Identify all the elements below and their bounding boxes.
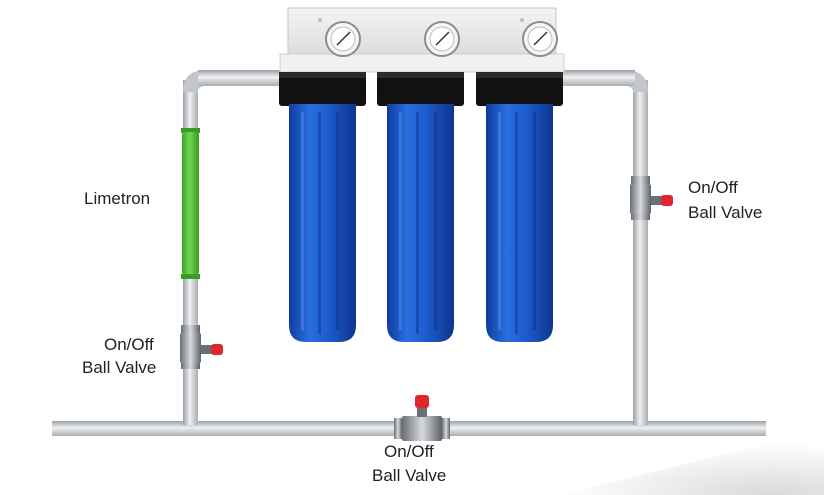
bottom-valve-label-line1: On/Off <box>384 442 434 461</box>
pressure-gauge-1 <box>325 21 361 57</box>
left-valve-label-line2: Ball Valve <box>82 358 157 377</box>
limetron-unit <box>181 128 200 279</box>
right-valve-label-line1: On/Off <box>688 178 738 197</box>
bracket-screw <box>520 18 524 22</box>
bracket-screw <box>318 18 322 22</box>
limetron-label: Limetron <box>84 189 151 208</box>
right-ball-valve <box>630 176 673 220</box>
filter-housing-3 <box>476 72 563 342</box>
filter-head <box>279 53 565 73</box>
filter-housing-1 <box>279 72 366 342</box>
floor-shadow <box>560 430 824 495</box>
pressure-gauge-3 <box>522 21 558 57</box>
bottom-valve-label-line2: Ball Valve <box>372 466 447 485</box>
left-valve-label-line1: On/Off <box>104 335 154 354</box>
pressure-gauge-2 <box>424 21 460 57</box>
right-riser-pipe <box>633 80 648 425</box>
right-top-pipe <box>560 70 635 86</box>
left-ball-valve <box>180 325 223 369</box>
left-top-pipe <box>198 70 282 86</box>
bottom-ball-valve <box>394 395 450 441</box>
filter-housing-2 <box>377 72 464 342</box>
right-valve-label-line2: Ball Valve <box>688 203 763 222</box>
